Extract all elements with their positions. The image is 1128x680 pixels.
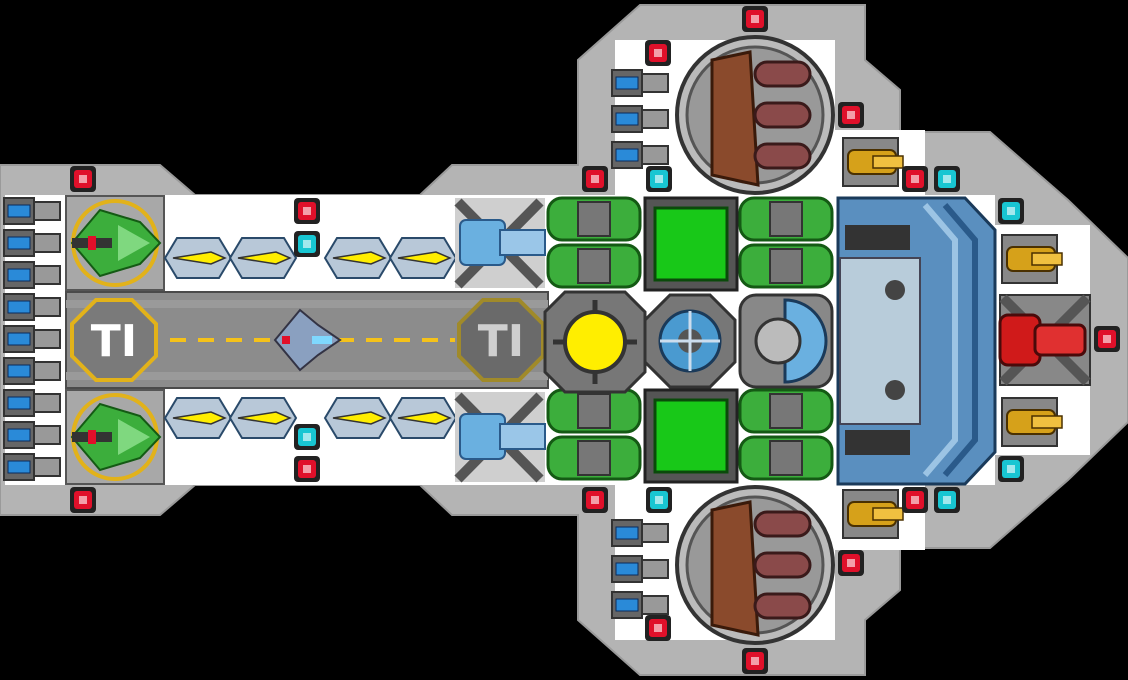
red-node-icon [902,487,928,513]
thruster-icon [3,421,61,449]
thruster-icon [611,105,669,133]
cyan-node-icon [998,198,1024,224]
power-nodes [70,6,1120,674]
cyan-node-icon [998,456,1024,482]
green-tank-icon [546,196,642,242]
red-node-icon [645,615,671,641]
thruster-icon [611,591,669,619]
thruster-bank-wings [611,69,669,619]
launcher-bottom[interactable] [454,392,546,483]
red-node-icon [294,198,320,224]
cyan-node-icon [934,166,960,192]
red-cannon[interactable] [998,294,1091,386]
green-fighter-icon[interactable] [70,402,162,472]
red-node-icon [645,40,671,66]
red-node-icon [1094,326,1120,352]
red-node-icon [838,102,864,128]
console-bottom[interactable] [643,388,739,484]
missile-icon [323,397,393,439]
thruster-icon [3,357,61,385]
launcher-top[interactable] [454,198,546,289]
thruster-bank-left [3,197,61,481]
gold-turret-icon[interactable] [842,137,904,187]
helipad-mark: TI [91,316,137,367]
missile-icon [228,237,298,279]
thruster-icon [3,229,61,257]
green-tank-icon [546,435,642,481]
cyan-node-icon [646,166,672,192]
red-node-icon [582,487,608,513]
red-node-icon [582,166,608,192]
cargo-bay-top[interactable] [675,35,835,195]
thruster-icon [3,389,61,417]
cargo-bay-bottom[interactable] [675,485,835,645]
engine-module[interactable] [643,293,737,389]
shuttle-icon[interactable] [273,308,342,372]
missile-icon [163,397,233,439]
green-tank-icon [546,388,642,434]
reactor-core[interactable] [543,290,647,394]
missile-icon [323,237,393,279]
green-tank-icon [738,243,834,289]
thruster-icon [3,325,61,353]
red-node-icon [838,550,864,576]
gold-turrets [842,137,1063,539]
green-fighter-icon[interactable] [70,208,162,278]
armored-bridge[interactable] [836,196,997,486]
green-tank-icon [738,435,834,481]
thruster-icon [611,555,669,583]
thruster-icon [611,519,669,547]
thruster-icon [3,293,61,321]
green-tank-icon [546,243,642,289]
red-node-icon [294,456,320,482]
cyan-node-icon [646,487,672,513]
helipad-right[interactable]: TI [457,298,545,382]
thruster-icon [611,69,669,97]
thruster-icon [3,453,61,481]
green-tank-icon [738,196,834,242]
thruster-icon [3,197,61,225]
green-tank-modules [546,196,834,481]
missile-icon [228,397,298,439]
red-node-icon [70,166,96,192]
red-node-icon [742,6,768,32]
shield-dome[interactable] [738,293,834,389]
console-top[interactable] [643,196,739,292]
missile-icon [388,237,458,279]
missile-icon [163,237,233,279]
red-node-icon [742,648,768,674]
helipad-left[interactable]: TI [70,298,158,382]
thruster-icon [611,141,669,169]
red-node-icon [902,166,928,192]
hangar-bay-top[interactable] [65,195,165,291]
gold-turret-icon[interactable] [1001,234,1063,284]
red-node-icon [70,487,96,513]
gold-turret-icon[interactable] [842,489,904,539]
helipad-mark: TI [478,316,524,367]
hangar-bay-bottom[interactable] [65,389,165,485]
green-tank-icon [738,388,834,434]
cyan-node-icon [294,424,320,450]
cyan-node-icon [294,231,320,257]
missile-racks [163,237,458,439]
cyan-node-icon [934,487,960,513]
gold-turret-icon[interactable] [1001,397,1063,447]
missile-icon [388,397,458,439]
thruster-icon [3,261,61,289]
